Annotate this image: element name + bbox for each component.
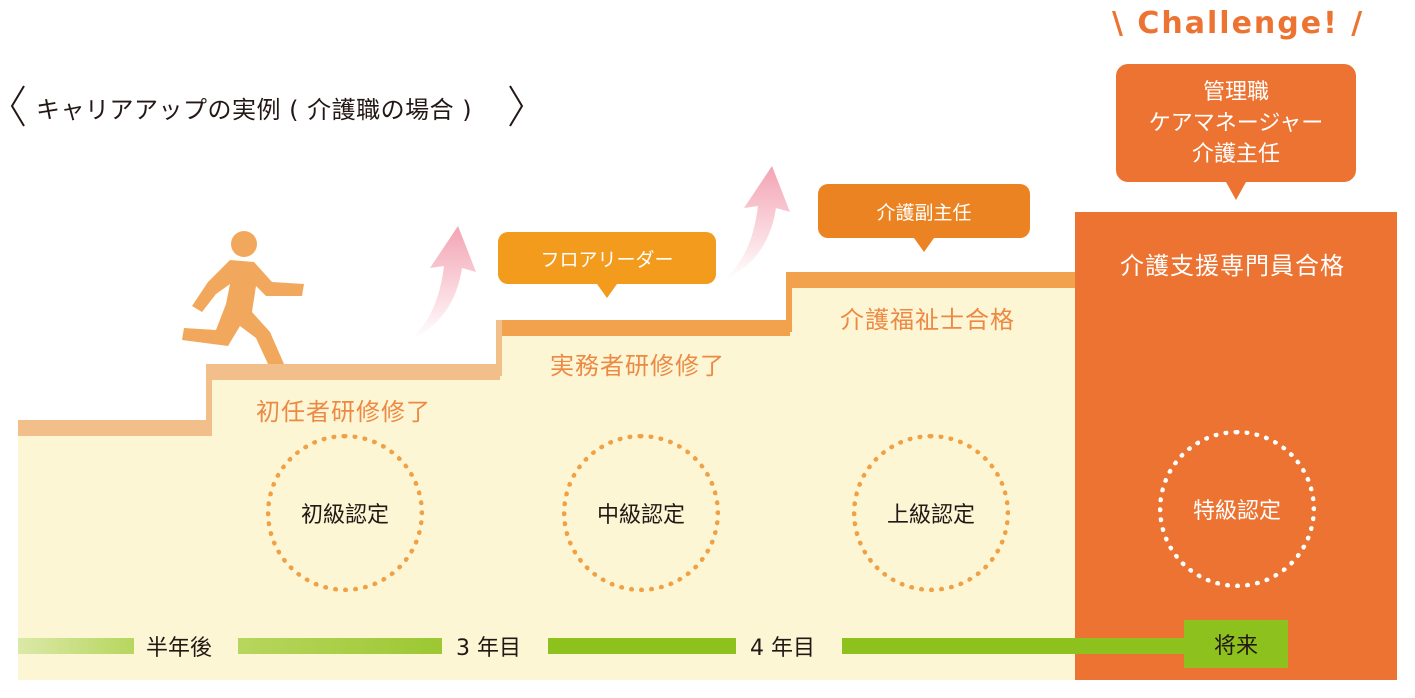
cert-circle-intermediate: 中級認定 — [562, 434, 720, 592]
stage-label-1: 初任者研修修了 — [256, 398, 431, 426]
role-line: ケアマネージャー — [1148, 110, 1324, 136]
title-text: キャリアアップの実例 ( 介護職の場合 ) — [36, 96, 473, 124]
diagram-title: キャリアアップの実例 ( 介護職の場合 ) — [8, 84, 526, 128]
step-3-cap — [786, 272, 1078, 288]
cert-label: 特級認定 — [1192, 499, 1281, 524]
stage-label-3: 介護福祉士合格 — [840, 306, 1015, 334]
timeline-label-year-4: 4 年目 — [750, 636, 815, 661]
timeline-label-half-year: 半年後 — [146, 636, 213, 661]
role-bubble-text: 介護副主任 — [876, 201, 972, 224]
role-bubble-text: フロアリーダー — [540, 248, 674, 271]
role-bubble-floor-leader: フロアリーダー — [498, 232, 716, 298]
step-0-cap — [18, 420, 210, 436]
challenge-heading: \ Challenge! / — [1112, 6, 1365, 41]
role-bubble-vice-chief: 介護副主任 — [818, 184, 1030, 252]
bubble-tail — [1226, 182, 1246, 200]
step-3-riser — [786, 272, 792, 332]
timeline-segment — [548, 638, 736, 654]
role-line: 介護主任 — [1191, 141, 1280, 167]
role-bubble-management: 管理職 ケアマネージャー 介護主任 — [1116, 64, 1356, 200]
cert-circle-beginner: 初級認定 — [266, 434, 424, 592]
future-label: 将来 — [1213, 634, 1258, 659]
cert-label: 初級認定 — [300, 503, 389, 528]
curved-up-arrow-icon — [410, 226, 476, 340]
step-1-cap — [206, 364, 500, 380]
stage-label-2: 実務者研修修了 — [550, 352, 725, 380]
title-bracket-icon — [10, 85, 524, 127]
curved-up-arrow-icon — [724, 166, 790, 280]
timeline-segment — [18, 638, 134, 654]
timeline-label-year-3: 3 年目 — [456, 636, 521, 661]
running-person-icon — [182, 231, 304, 364]
cert-circle-special: 特級認定 — [1158, 430, 1316, 588]
cert-label: 上級認定 — [886, 503, 975, 528]
role-line: 管理職 — [1202, 79, 1269, 105]
timeline-segment — [842, 638, 1184, 654]
timeline-label-future: 将来 — [1184, 620, 1288, 668]
timeline-segment — [238, 638, 442, 654]
stage-label-4: 介護支援専門員合格 — [1120, 252, 1345, 280]
cert-label: 中級認定 — [596, 503, 685, 528]
cert-circle-advanced: 上級認定 — [852, 434, 1010, 592]
step-2-riser — [496, 320, 502, 376]
bubble-tail — [914, 238, 934, 252]
bubble-tail — [597, 284, 617, 298]
step-1-riser — [206, 364, 212, 436]
step-2-cap — [496, 320, 790, 336]
